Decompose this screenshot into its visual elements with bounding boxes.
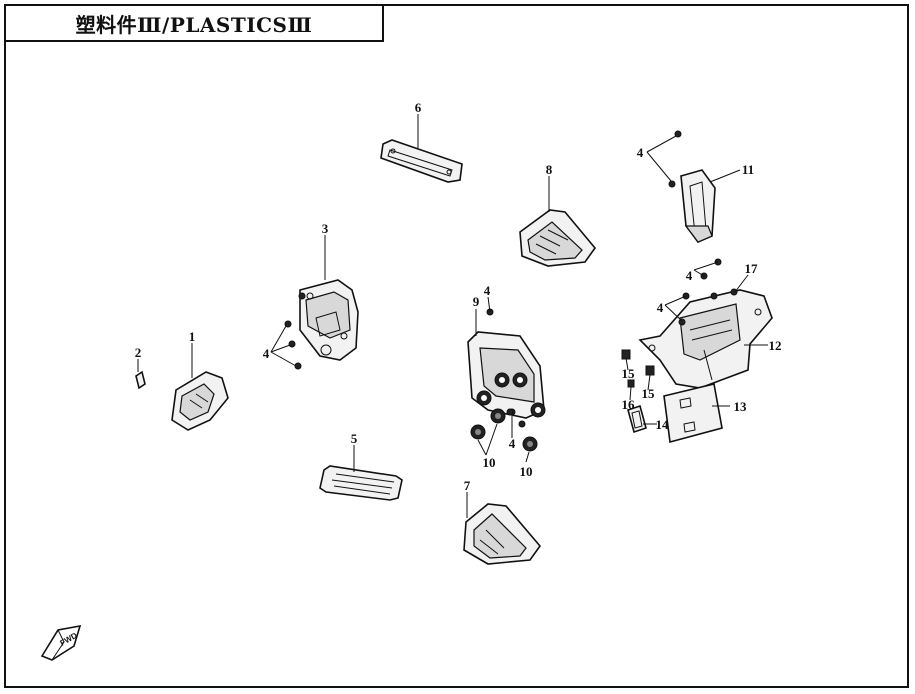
part-2-clip bbox=[135, 370, 146, 390]
callout-4: 4 bbox=[484, 283, 491, 298]
part-12-bracket bbox=[638, 289, 773, 389]
callout-4: 4 bbox=[637, 145, 644, 160]
callout-10: 10 bbox=[483, 455, 496, 470]
drawing-frame bbox=[4, 4, 909, 688]
callout-4: 4 bbox=[263, 346, 270, 361]
callout-11: 11 bbox=[742, 162, 754, 177]
part-1-cover bbox=[171, 371, 229, 431]
part-10-grommets bbox=[470, 408, 538, 452]
callout-15: 15 bbox=[642, 386, 656, 401]
callout-5: 5 bbox=[351, 431, 358, 446]
part-11-bracket bbox=[680, 169, 716, 243]
callout-12: 12 bbox=[769, 338, 782, 353]
title-box: 塑料件Ⅲ/PLASTICSⅢ bbox=[4, 4, 384, 42]
callout-8: 8 bbox=[546, 162, 553, 177]
fasteners bbox=[284, 130, 738, 428]
callout-7: 7 bbox=[464, 478, 471, 493]
part-7-cover bbox=[463, 503, 542, 565]
callout-4: 4 bbox=[509, 436, 516, 451]
callout-9: 9 bbox=[473, 294, 480, 309]
part-8-cover bbox=[519, 209, 597, 267]
callout-3: 3 bbox=[322, 221, 329, 236]
part-3-bracket bbox=[299, 279, 359, 361]
callout-2: 2 bbox=[135, 345, 142, 360]
callout-15: 15 bbox=[622, 366, 636, 381]
callout-6: 6 bbox=[415, 100, 422, 115]
page-title: 塑料件Ⅲ/PLASTICSⅢ bbox=[75, 12, 313, 37]
callout-17: 17 bbox=[745, 261, 759, 276]
fwd-arrow-icon: FWD bbox=[40, 624, 82, 661]
part-14-gasket bbox=[627, 404, 647, 434]
callout-10: 10 bbox=[520, 464, 533, 479]
leader-lines bbox=[137, 114, 768, 518]
callout-13: 13 bbox=[734, 399, 748, 414]
part-5-plate bbox=[319, 465, 403, 501]
part-6-plate bbox=[380, 139, 463, 183]
callout-4: 4 bbox=[657, 300, 664, 315]
part-9-bracket-assembly bbox=[467, 331, 546, 419]
callout-labels: 1 2 3 4 6 8 5 7 9 4 4 10 10 4 11 4 4 17 … bbox=[135, 100, 782, 493]
callout-1: 1 bbox=[189, 329, 196, 344]
part-13-plate bbox=[663, 383, 723, 444]
callout-14: 14 bbox=[656, 417, 670, 432]
callout-16: 16 bbox=[622, 397, 636, 412]
callout-4: 4 bbox=[686, 268, 693, 283]
